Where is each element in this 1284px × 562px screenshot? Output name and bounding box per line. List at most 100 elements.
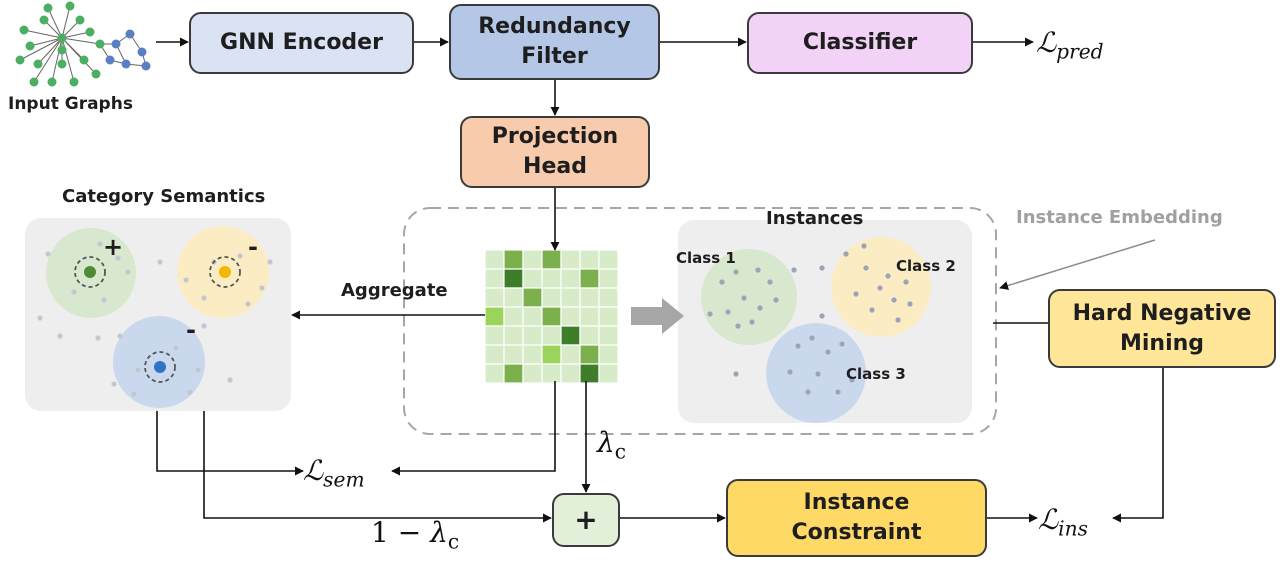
category-semantics-title: Category Semantics	[62, 186, 266, 207]
semantic-point	[111, 381, 117, 387]
instance-point	[853, 291, 859, 297]
matrix-cell	[484, 344, 505, 365]
instance-point	[749, 319, 755, 325]
graph-node	[137, 47, 147, 57]
matrix-cell	[503, 249, 524, 270]
matrix-cell	[598, 287, 619, 308]
matrix-cell	[522, 287, 543, 308]
plus-node: +	[552, 493, 620, 547]
semantic-point	[115, 255, 121, 261]
instance-point	[815, 371, 821, 377]
graph-node	[105, 55, 115, 65]
aggregate-label: Aggregate	[341, 280, 448, 301]
instance-point	[895, 317, 901, 323]
graph-node	[75, 15, 85, 25]
semantic-point	[227, 377, 233, 383]
semantic-scatter-points	[37, 241, 273, 397]
matrix-cell	[598, 363, 619, 384]
instance-point	[795, 343, 801, 349]
graph-node	[43, 3, 53, 13]
semantic-point	[245, 301, 251, 307]
matrix-cell	[503, 287, 524, 308]
semantic-point	[117, 333, 123, 339]
input-graph-icon	[15, 1, 151, 87]
semantic-point	[267, 259, 273, 265]
graph-edge	[29, 37, 63, 47]
matrix-cell	[579, 306, 600, 327]
matrix-cell	[503, 306, 524, 327]
matrix-cell	[598, 249, 619, 270]
class-1-label: Class 1	[676, 249, 736, 267]
matrix-cell	[503, 268, 524, 289]
matrix-cell	[541, 344, 562, 365]
matrix-cell	[598, 306, 619, 327]
semantic-point	[57, 333, 63, 339]
matrix-cell	[522, 306, 543, 327]
instance-point	[767, 279, 773, 285]
matrix-cell	[522, 268, 543, 289]
graph-node	[69, 77, 79, 87]
one-minus-lambda-label: 1 − λc	[371, 516, 459, 554]
negative-sign-1: -	[248, 233, 258, 261]
instance-point	[719, 279, 725, 285]
matrix-cell	[560, 344, 581, 365]
semantic-point	[95, 335, 101, 341]
instance-point	[805, 389, 811, 395]
lambda-symbol: λ	[597, 426, 615, 459]
instance-point	[907, 301, 913, 307]
matrix-cell	[541, 268, 562, 289]
loss-pred-subscript: pred	[1056, 39, 1104, 64]
matrix-cell	[541, 306, 562, 327]
semantic-point	[101, 297, 107, 303]
instance-point	[733, 269, 739, 275]
class-2-label: Class 2	[896, 257, 956, 275]
semantic-point	[125, 269, 131, 275]
semantic-point	[195, 367, 201, 373]
semantic-point	[97, 241, 103, 247]
classifier-box: Classifier	[747, 12, 973, 74]
graph-edge	[61, 37, 97, 75]
matrix-cell	[579, 287, 600, 308]
matrix-cell	[560, 268, 581, 289]
prototype-2	[219, 266, 231, 278]
redundancy-filter-label-line1: Redundancy	[478, 14, 631, 40]
instance-point	[869, 307, 875, 313]
instance-embedding-label: Instance Embedding	[1016, 207, 1223, 228]
matrix-cell	[598, 344, 619, 365]
transform-arrow	[631, 298, 684, 334]
instance-point	[809, 335, 815, 341]
instance-point	[757, 305, 763, 311]
graph-node	[65, 1, 75, 11]
matrix-cell	[579, 249, 600, 270]
instance-embedding-pointer	[999, 239, 1156, 290]
projection-head-label-line2: Head	[523, 154, 587, 179]
matrix-cell	[579, 363, 600, 384]
graph-edge	[61, 37, 75, 83]
matrix-cell	[503, 344, 524, 365]
arrow-sem-right	[391, 381, 556, 476]
loss-ins-symbol: ℒ	[1038, 503, 1059, 536]
graph-node	[79, 55, 89, 65]
instance-point	[735, 323, 741, 329]
semantic-point	[187, 389, 193, 395]
prototype-ring-2	[209, 256, 241, 288]
matrix-cell	[541, 363, 562, 384]
graph-node	[125, 29, 135, 39]
matrix-cell	[503, 325, 524, 346]
graph-node	[57, 59, 67, 69]
projection-head-label-line1: Projection	[491, 124, 619, 150]
semantic-point	[201, 323, 207, 329]
graph-node	[47, 77, 57, 87]
loss-pred-symbol: ℒ	[1036, 26, 1057, 59]
instance-point	[707, 311, 713, 317]
matrix-cell	[579, 268, 600, 289]
instance-point	[861, 243, 867, 249]
instance-embedding-region	[403, 207, 997, 435]
instance-point	[849, 377, 855, 383]
instance-point	[825, 349, 831, 355]
hard-negative-mining-label-line2: Mining	[1119, 330, 1205, 356]
